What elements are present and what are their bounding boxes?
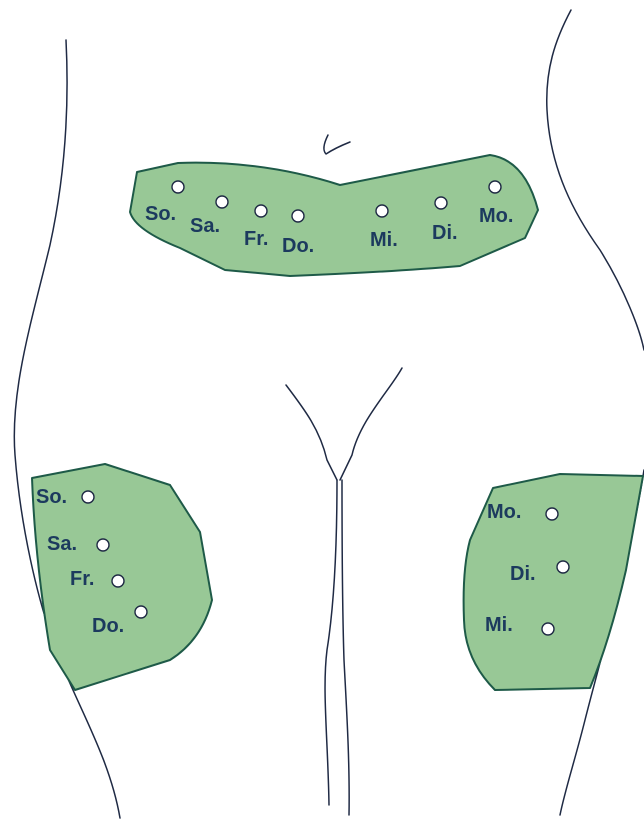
- abdomen-label-sa: Sa.: [190, 215, 220, 237]
- injection-site-dot: [292, 210, 304, 222]
- injection-site-dot: [255, 205, 267, 217]
- abdomen-label-mi: Mi.: [370, 229, 398, 251]
- injection-site-dot: [542, 623, 554, 635]
- injection-site-dot: [435, 197, 447, 209]
- right-thigh-zone: Mo. Di. Mi.: [464, 474, 643, 690]
- left-thigh-label-so: So.: [36, 486, 67, 508]
- right-thigh-label-mo: Mo.: [487, 501, 521, 523]
- left-thigh-label-fr: Fr.: [70, 568, 94, 590]
- left-thigh-label-do: Do.: [92, 615, 124, 637]
- abdomen-label-fr: Fr.: [244, 228, 268, 250]
- abdomen-label-di: Di.: [432, 222, 458, 244]
- injection-site-dot: [489, 181, 501, 193]
- injection-site-dot: [112, 575, 124, 587]
- left-thigh-label-sa: Sa.: [47, 533, 77, 555]
- abdomen-label-so: So.: [145, 203, 176, 225]
- right-torso-contour: [547, 10, 644, 350]
- injection-site-dot: [97, 539, 109, 551]
- right-thigh-label-mi: Mi.: [485, 614, 513, 636]
- body-outline: [14, 10, 644, 818]
- injection-site-dot: [546, 508, 558, 520]
- navel-mark: [324, 135, 350, 154]
- abdomen-label-mo: Mo.: [479, 205, 513, 227]
- injection-site-dot: [135, 606, 147, 618]
- left-torso-contour: [14, 40, 120, 818]
- right-groin-line: [340, 368, 402, 480]
- right-thigh-label-di: Di.: [510, 563, 536, 585]
- injection-site-dot: [376, 205, 388, 217]
- inner-thigh-right-line: [342, 480, 349, 815]
- injection-site-dot: [557, 561, 569, 573]
- abdomen-label-do: Do.: [282, 235, 314, 257]
- injection-site-dot: [82, 491, 94, 503]
- inner-thigh-left-line: [325, 480, 337, 805]
- left-thigh-zone: So. Sa. Fr. Do.: [32, 464, 212, 690]
- abdomen-zone: So. Sa. Fr. Do. Mi. Di. Mo.: [130, 155, 538, 276]
- left-groin-line: [286, 385, 337, 480]
- injection-site-dot: [172, 181, 184, 193]
- injection-site-dot: [216, 196, 228, 208]
